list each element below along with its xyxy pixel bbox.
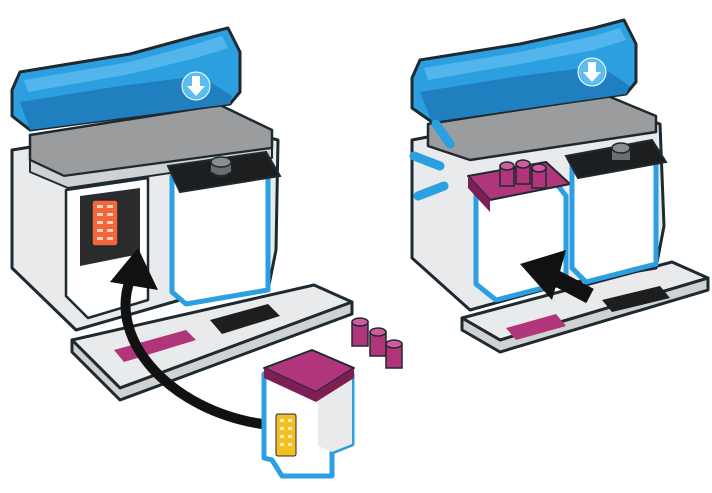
- right-color-cartridge-posts: [500, 160, 546, 188]
- loose-color-cartridge: [264, 318, 402, 476]
- left-black-cartridge-knob-top: [211, 157, 231, 167]
- left-slot-contacts: [92, 200, 118, 246]
- loose-cartridge-posts: [352, 318, 402, 368]
- loose-cartridge-gold-contacts: [276, 414, 296, 456]
- right-black-cartridge-knob: [612, 143, 630, 153]
- right-panel: [412, 20, 708, 352]
- left-panel: [12, 28, 402, 476]
